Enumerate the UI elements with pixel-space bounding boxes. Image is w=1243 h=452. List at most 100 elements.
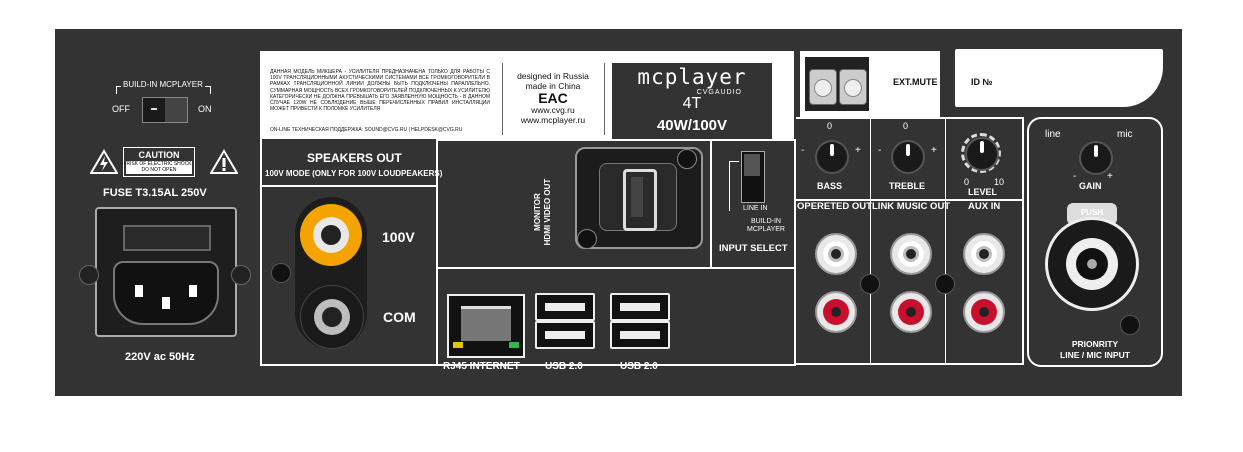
ext-mute-terminal[interactable] (805, 57, 869, 111)
treble-zero: 0 (903, 121, 909, 131)
mains-label: 220V ac 50Hz (125, 351, 195, 363)
rj45-label: RJ45 INTERNET (443, 361, 520, 372)
priority-title: PRIONRITY (1071, 339, 1119, 349)
level-label: LEVEL (968, 187, 998, 197)
ext-mute-label: EXT.MUTE (893, 77, 938, 87)
rj45-port[interactable] (447, 294, 525, 358)
speaker-100v-terminal[interactable] (300, 204, 362, 266)
screw-icon (860, 274, 880, 294)
bass-knob[interactable] (815, 140, 849, 174)
screw-icon (79, 265, 99, 285)
level-min: 0 (964, 177, 970, 187)
screw-icon (577, 229, 597, 249)
screw-icon (677, 149, 697, 169)
select-line-in: LINE IN (743, 205, 768, 212)
screw-icon (231, 265, 251, 285)
speakers-subtitle: 100V MODE (ONLY FOR 100V LOUDPEAKERS) (265, 169, 443, 178)
aux-in-rca-left[interactable] (963, 233, 1005, 275)
brand-model: 4T (682, 95, 702, 112)
usb-port-2a[interactable] (610, 293, 670, 321)
network-frame (438, 269, 796, 366)
bass-plus: + (855, 145, 861, 156)
usb-label-1: USB 2.0 (545, 361, 583, 372)
iec-power-inlet[interactable] (95, 207, 237, 337)
level-knob[interactable] (965, 137, 999, 171)
screw-icon (1120, 315, 1140, 335)
xlr-combo-jack[interactable] (1045, 217, 1139, 311)
fuse-drawer[interactable] (123, 225, 211, 251)
screw-icon (271, 263, 291, 283)
id-label-text: ID № (971, 77, 993, 87)
caution-warning-icon (210, 149, 238, 174)
hdmi-port[interactable] (575, 147, 703, 249)
hdmi-frame (438, 139, 796, 269)
knob-frame (796, 117, 1024, 365)
brand-power: 40W/100V (656, 117, 728, 134)
level-scale (961, 133, 1001, 173)
operated-out-rca-right[interactable] (815, 291, 857, 333)
usb-port-2b[interactable] (610, 321, 670, 349)
switch-off-label: OFF (112, 104, 130, 114)
input-select-switch[interactable] (741, 151, 765, 203)
priority-frame (1027, 117, 1163, 367)
switch-bracket (116, 86, 121, 87)
treble-label: TREBLE (889, 181, 925, 191)
link-out-rca-left[interactable] (890, 233, 932, 275)
bass-zero: 0 (827, 121, 833, 131)
designed-line2: made in China (525, 81, 581, 91)
gain-mic-label: mic (1117, 129, 1133, 140)
speaker-com-terminal[interactable] (300, 285, 364, 349)
terminal-com-label: COM (383, 309, 416, 325)
url-cvg: www.cvg.ru (531, 105, 575, 115)
usb-port-1a[interactable] (535, 293, 595, 321)
hdmi-label-video: HDMI VIDEO OUT (543, 178, 552, 246)
operated-out-label: OPERETED OUT (797, 201, 872, 212)
treble-minus: - (878, 145, 882, 156)
fuse-label: FUSE T3.15AL 250V (103, 187, 207, 199)
select-mcplayer: MCPLAYER (747, 226, 785, 233)
gain-knob[interactable] (1079, 141, 1113, 175)
aux-in-rca-right[interactable] (963, 291, 1005, 333)
warning-text: ДАННАЯ МОДЕЛЬ МИКШЕРА - УСИЛИТЕЛЯ ПРЕДНА… (270, 69, 490, 113)
treble-plus: + (931, 145, 937, 156)
level-max: 10 (994, 177, 1005, 187)
link-out-rca-right[interactable] (890, 291, 932, 333)
select-build-in: BUILD-IN (751, 218, 781, 225)
power-socket[interactable] (113, 261, 219, 325)
eac-mark: EAC (538, 90, 568, 106)
switch-on-label: ON (198, 104, 212, 114)
gain-label: GAIN (1079, 181, 1102, 191)
speakers-title: SPEAKERS OUT (307, 151, 402, 165)
caution-box: CAUTION RISK OF ELECTRIC SHOCK DO NOT OP… (123, 147, 195, 177)
gain-minus: - (1073, 171, 1077, 182)
gain-plus: + (1107, 171, 1113, 182)
brand-sublogo: CVGAUDIO (696, 89, 742, 96)
usb-port-1b[interactable] (535, 321, 595, 349)
support-text: ON-LINE ТЕХНИЧЕСКАЯ ПОДДЕРЖКА: SOUND@CVG… (270, 127, 463, 133)
operated-out-rca-left[interactable] (815, 233, 857, 275)
treble-knob[interactable] (891, 140, 925, 174)
usb-label-2: USB 2.0 (620, 361, 658, 372)
caution-line1: RISK OF ELECTRIC SHOCK (126, 161, 192, 167)
speakers-frame (260, 139, 438, 366)
power-switch[interactable] (142, 97, 188, 123)
shock-warning-icon (90, 149, 118, 174)
push-label: PUSH (1080, 208, 1104, 217)
switch-title: BUILD-IN MCPLAYER (123, 80, 203, 89)
designed-line1: designed in Russia (517, 71, 589, 81)
rear-panel: BUILD-IN MCPLAYER OFF ON CAUTION RISK OF… (55, 29, 1182, 396)
input-select-title: INPUT SELECT (719, 243, 788, 254)
brand-logo: mcplayer (637, 65, 747, 89)
aux-in-label: AUX IN (968, 201, 1001, 212)
id-label: ID № (955, 49, 1163, 107)
screw-icon (935, 274, 955, 294)
bass-minus: - (801, 145, 805, 156)
bass-label: BASS (817, 181, 843, 191)
switch-bracket-l (116, 86, 117, 94)
switch-bracket-right (205, 86, 211, 87)
url-mcplayer: www.mcplayer.ru (520, 115, 586, 125)
hdmi-label-monitor: MONITOR (533, 193, 542, 231)
brand-block: mcplayer CVGAUDIO 4T 40W/100V (612, 63, 772, 139)
priority-subtitle: LINE / MIC INPUT (1060, 350, 1130, 360)
caution-title: CAUTION (138, 150, 180, 160)
